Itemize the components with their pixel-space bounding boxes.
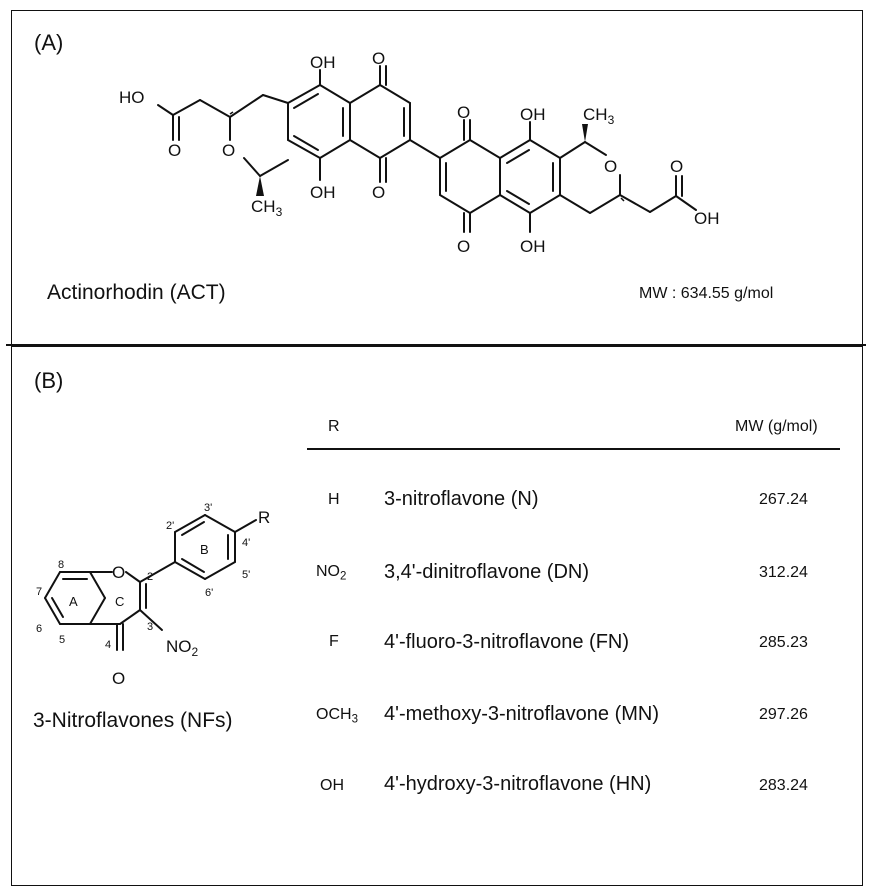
atom-o: O: [168, 141, 181, 160]
atom-ch3: CH3: [251, 197, 283, 219]
atom-o: O: [372, 183, 385, 202]
atom-ho: HO: [119, 88, 145, 107]
panel-a-label: (A): [34, 30, 64, 55]
panel-divider: [6, 344, 866, 346]
row-substituent: F: [329, 633, 339, 650]
position-label: 2: [147, 571, 153, 583]
row-substituent: NO2: [316, 563, 347, 583]
row-compound-name: 4'-fluoro-3-nitroflavone (FN): [384, 631, 630, 653]
atom-oh: OH: [520, 237, 546, 256]
table-header-rule: [307, 448, 840, 450]
atom-o: O: [372, 49, 385, 68]
row-compound-name: 3,4'-dinitroflavone (DN): [384, 561, 590, 583]
position-label: 6': [205, 587, 213, 599]
ring-a-label: A: [69, 594, 78, 609]
atom-o: O: [670, 157, 683, 176]
position-label: 5': [242, 569, 250, 581]
position-label: 4: [105, 639, 111, 651]
row-mw: 297.26: [759, 706, 808, 723]
atom-o: O: [112, 563, 125, 582]
atom-o: O: [457, 237, 470, 256]
position-label: 3: [147, 621, 153, 633]
atom-oh: OH: [310, 183, 336, 202]
panel-b: [11, 346, 863, 886]
row-substituent: OCH3: [316, 706, 358, 726]
atom-o: O: [457, 103, 470, 122]
row-mw: 267.24: [759, 491, 808, 508]
atom-o: O: [604, 157, 617, 176]
table-header-mw: MW (g/mol): [735, 418, 818, 435]
atom-ch3: CH3: [583, 105, 615, 127]
row-mw: 283.24: [759, 777, 808, 794]
row-compound-name: 3-nitroflavone (N): [384, 488, 539, 510]
row-compound-name: 4'-hydroxy-3-nitroflavone (HN): [384, 773, 652, 795]
row-compound-name: 4'-methoxy-3-nitroflavone (MN): [384, 703, 660, 725]
compound-name-nfs: 3-Nitroflavones (NFs): [33, 709, 233, 732]
atom-no2: NO2: [166, 637, 199, 659]
row-substituent: H: [328, 491, 340, 508]
table-header-r: R: [328, 418, 340, 435]
atom-oh: OH: [520, 105, 546, 124]
atom-r: R: [258, 508, 270, 527]
position-label: 2': [166, 520, 174, 532]
row-substituent: OH: [320, 777, 344, 794]
ring-b-label: B: [200, 542, 209, 557]
atom-o: O: [222, 141, 235, 160]
nitroflavone-structure: O O R NO2 A C B 8 7 6 5 4 3 2 2' 3' 4' 5…: [36, 502, 270, 688]
position-label: 4': [242, 537, 250, 549]
row-mw: 285.23: [759, 634, 808, 651]
atom-o: O: [112, 669, 125, 688]
position-label: 5: [59, 634, 65, 646]
atom-oh: OH: [694, 209, 720, 228]
panel-a: [11, 10, 863, 345]
row-mw: 312.24: [759, 564, 808, 581]
ring-c-label: C: [115, 594, 124, 609]
position-label: 3': [204, 502, 212, 514]
panel-b-label: (B): [34, 368, 64, 393]
mw-act: MW : 634.55 g/mol: [639, 285, 774, 302]
position-label: 6: [36, 623, 42, 635]
position-label: 7: [36, 586, 42, 598]
compound-name-act: Actinorhodin (ACT): [47, 281, 226, 304]
actinorhodin-structure: OH OH O O O HO O CH3 O O OH OH O CH3 O O…: [119, 49, 720, 256]
atom-oh: OH: [310, 53, 336, 72]
position-label: 8: [58, 559, 64, 571]
